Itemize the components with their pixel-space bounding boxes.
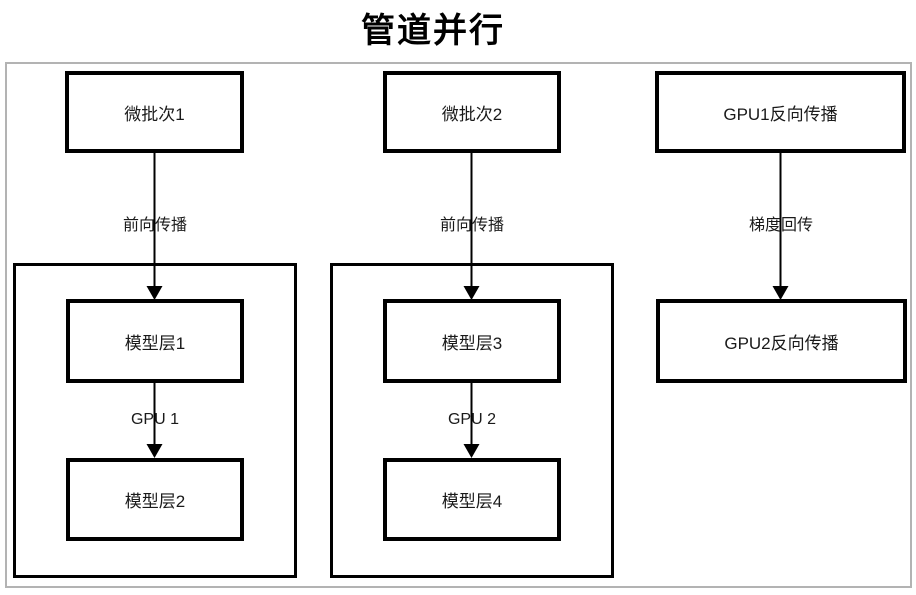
box-model-layer-4: 模型层4 [383, 458, 561, 541]
edge-label-forward-1: 前向传播 [122, 217, 187, 234]
box-model-layer-1: 模型层1 [66, 299, 244, 383]
box-gpu1-backward-label: GPU1反向传播 [723, 104, 838, 124]
box-gpu1-backward: GPU1反向传播 [655, 71, 906, 153]
box-microbatch-2: 微批次2 [383, 71, 561, 153]
box-model-layer-3-label: 模型层3 [441, 333, 503, 353]
box-model-layer-2-label: 模型层2 [124, 492, 186, 511]
edge-label-gradient-return: 梯度回传 [748, 217, 813, 234]
box-microbatch-2-label: 微批次2 [441, 104, 503, 124]
diagram-title: 管道并行 [361, 13, 505, 50]
box-model-layer-1-label: 模型层1 [124, 333, 186, 353]
edge-label-forward-2: 前向传播 [439, 217, 504, 234]
box-model-layer-2: 模型层2 [66, 458, 244, 541]
box-model-layer-3: 模型层3 [383, 299, 561, 383]
box-gpu2-backward: GPU2反向传播 [656, 299, 907, 383]
box-microbatch-1-label: 微批次1 [124, 104, 185, 124]
box-model-layer-4-label: 模型层4 [441, 492, 503, 511]
edge-label-gpu-1: GPU 1 [130, 411, 179, 428]
box-gpu2-backward-label: GPU2反向传播 [724, 333, 839, 353]
box-microbatch-1: 微批次1 [65, 71, 244, 153]
edge-label-gpu-2: GPU 2 [447, 411, 496, 428]
